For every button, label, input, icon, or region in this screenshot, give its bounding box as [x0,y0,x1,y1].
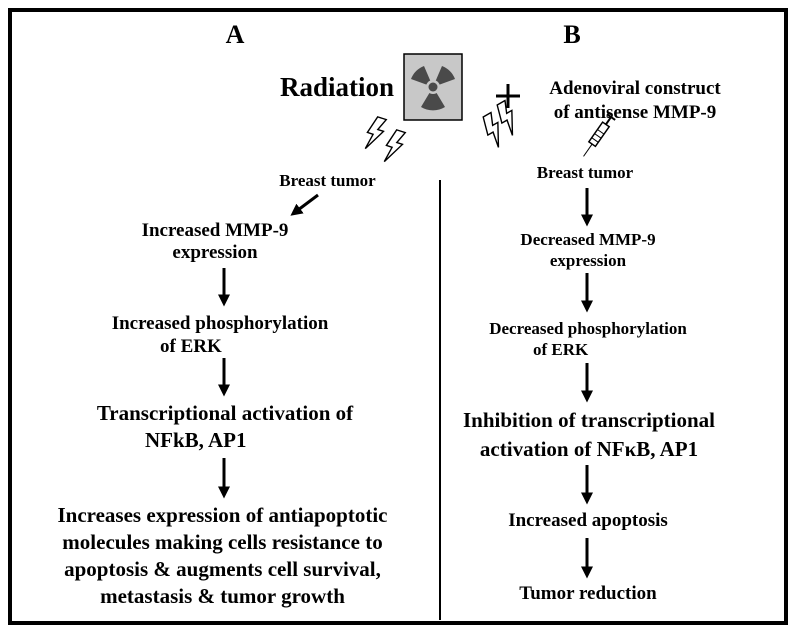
b-step1-line2: expression [549,251,627,270]
lightning-bolt-icon [496,99,514,136]
a-step4-line2: molecules making cells resistance to [62,530,383,554]
a-step4-line4: metastasis & tumor growth [100,584,345,608]
b-step2-line2: of ERK [533,340,589,359]
lightning-bolt-icon [482,111,500,148]
b-step1-line1: Decreased MMP-9 [520,230,656,249]
construct-label-line1: Adenoviral construct [549,78,721,99]
b-step3-line1: Inhibition of transcriptional [462,408,716,432]
b-step4: Increased apoptosis [508,510,668,531]
a-arrow-diagonal [290,193,319,216]
plus-icon [496,84,520,108]
a-step3-line1: Transcriptional activation of [96,401,354,425]
a-step4-line3: apoptosis & augments cell survival, [64,557,381,581]
b-step2-line1: Decreased phosphorylation [489,319,687,338]
panel-b-label: B [563,20,581,49]
a-step4-line1: Increases expression of antiapoptotic [57,503,388,527]
lightning-bolt-icon [383,129,407,163]
b-step5: Tumor reduction [519,583,657,604]
a-step2-line1: Increased phosphorylation [111,313,329,334]
syringe-icon [583,113,616,157]
a-step2-line2: of ERK [160,336,222,357]
a-step1-line2: expression [172,242,258,263]
a-step1-line1: Increased MMP-9 [141,220,289,241]
b-step3-line2: activation of NFκB, AP1 [479,437,699,461]
lightning-bolt-icon [364,116,388,150]
b-breast-tumor: Breast tumor [536,163,634,182]
construct-label-line2: of antisense MMP-9 [553,102,717,123]
diagram-frame [8,8,788,625]
radiation-label: Radiation [280,72,395,102]
panel-a-label: A [225,20,245,49]
radiation-hazard-icon [403,53,463,121]
a-breast-tumor: Breast tumor [279,171,376,190]
a-step3-line2: NFkB, AP1 [145,428,247,452]
